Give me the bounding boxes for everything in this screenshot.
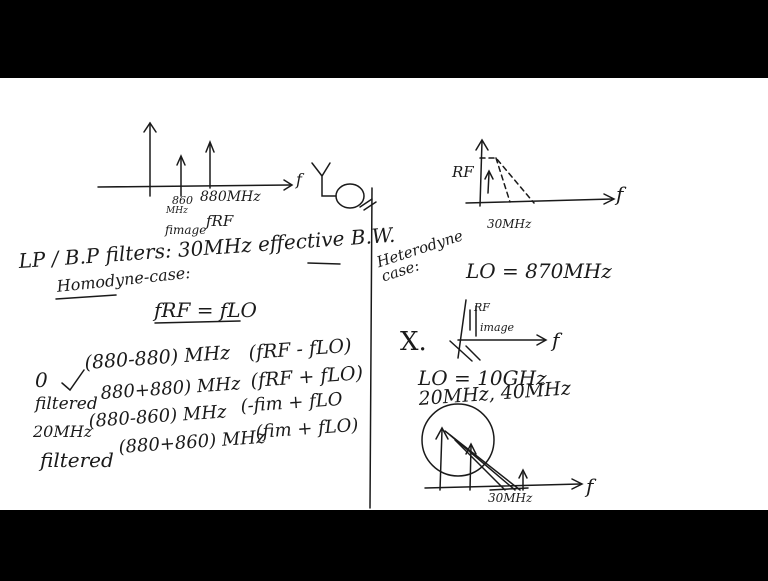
label-rf: RF [452, 163, 474, 181]
mixer-x: X. [400, 327, 427, 357]
rf-block [335, 183, 365, 209]
row-prefix: filtered [35, 394, 98, 414]
homodyne-equation: fRF = fLO [154, 298, 257, 322]
mixer-rf-label: RF [474, 301, 490, 314]
row-prefix: 20MHz [33, 422, 93, 441]
rf-x-axis [465, 198, 613, 204]
whiteboard: 860 MHz 880MHz fRF fimage f LP / B.P fil… [0, 78, 768, 510]
rf-y-axis [479, 140, 483, 207]
label-f-left: f [296, 170, 302, 189]
mixer-axis [457, 299, 467, 359]
lo-10ghz: LO = 10GHz [418, 366, 547, 390]
lo-870: LO = 870MHz [466, 259, 612, 283]
bottom-letterbox [0, 510, 768, 581]
label-860: 860 [172, 194, 193, 207]
antenna-symbol [311, 162, 337, 197]
row-prefix: filtered [40, 448, 114, 472]
mixer-image-label: image [480, 321, 515, 334]
row-prefix: 0 [35, 368, 48, 392]
whiteboard-drawings [55, 121, 616, 509]
label-880mhz: 880MHz [200, 189, 261, 205]
label-frf: fRF [206, 212, 234, 230]
filter-circle [421, 403, 495, 477]
page-divider [369, 187, 373, 509]
label-bandwidth: 30MHz [487, 217, 532, 231]
bottom-bandwidth-label: 30MHz [488, 491, 533, 505]
label-fimage: fimage [165, 223, 207, 237]
mixer-f-label: f [552, 328, 560, 352]
top-letterbox [0, 0, 768, 78]
spectrum-x-axis [97, 184, 291, 188]
filter-response [479, 157, 535, 204]
label-f-right: f [616, 182, 624, 206]
label-mhz: MHz [166, 206, 188, 216]
bottom-f-label: f [586, 474, 594, 498]
